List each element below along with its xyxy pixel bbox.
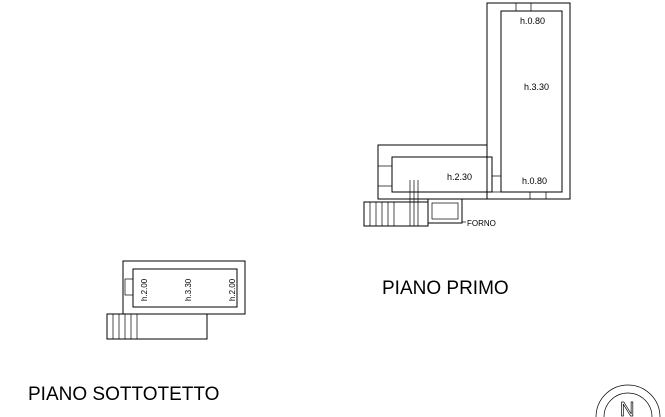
- title-piano-primo: PIANO PRIMO: [382, 278, 509, 299]
- forno-structure: [427, 198, 463, 224]
- label-tall-bottom: h.0.80: [522, 176, 547, 186]
- low-wing-inner-wall: [391, 156, 493, 193]
- sottotetto-opening: [124, 278, 134, 296]
- label-room: h.2.30: [447, 172, 472, 182]
- label-forno: FORNO: [467, 219, 496, 228]
- sottotetto-stair: [106, 313, 208, 340]
- piano-primo-plan: h.0.80 h.3.30 h.0.80 h.2.30 FORNO PIANO …: [363, 2, 571, 299]
- label-tall-mid: h.3.30: [524, 82, 549, 92]
- title-piano-sottotetto: PIANO SOTTOTETTO: [28, 384, 219, 405]
- window-bottom: [529, 191, 547, 200]
- label-sottotetto-mid: h.3.30: [184, 278, 193, 301]
- internal-stair: [409, 180, 419, 226]
- north-arrow-letter: N: [620, 399, 634, 417]
- forno-inner: [431, 202, 459, 220]
- external-stair: [363, 201, 429, 227]
- label-sottotetto-left: h.2.00: [140, 278, 149, 301]
- window-left: [377, 165, 393, 187]
- north-arrow-icon: N: [595, 384, 661, 417]
- door-tall-wing: [491, 175, 502, 193]
- tall-wing-inner-wall: [500, 10, 563, 193]
- tall-wing-outer-wall: [486, 2, 571, 200]
- piano-sottotetto-plan: h.2.00 h.3.30 h.2.00 PIANO SOTTOTETTO: [28, 260, 246, 405]
- label-sottotetto-right: h.2.00: [228, 278, 237, 301]
- window-top: [515, 2, 532, 12]
- label-tall-top: h.0.80: [520, 16, 545, 26]
- sottotetto-outer-wall: [122, 260, 246, 315]
